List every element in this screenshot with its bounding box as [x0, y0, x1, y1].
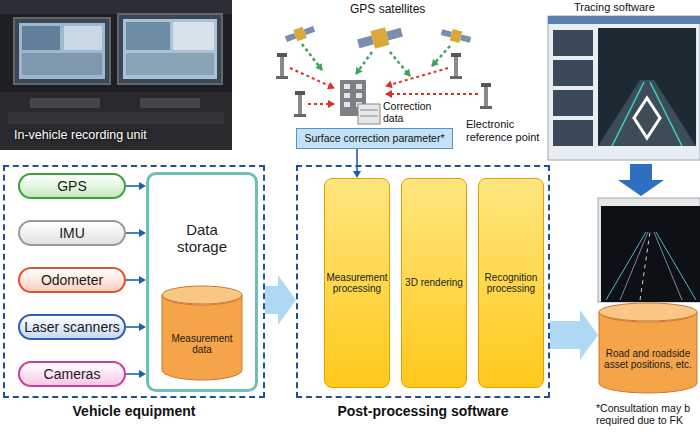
group-heading: Post-processing software	[298, 403, 548, 419]
cylinder-body	[162, 295, 242, 380]
cylinder-top	[599, 303, 697, 321]
reference-station	[480, 83, 492, 109]
arrow-line	[126, 232, 139, 234]
sensor-pill: Cameras	[18, 361, 126, 387]
satellite-icon	[440, 26, 472, 45]
arrow-line	[126, 373, 139, 375]
cylinder-top	[162, 286, 242, 304]
arrow-line	[126, 279, 139, 281]
signal-arrow	[126, 276, 146, 284]
storage-box: Data storageMeasurement data	[146, 172, 258, 392]
illustration-label: Tracing software	[574, 1, 655, 14]
photo-caption: In-vehicle recording unit	[14, 128, 229, 142]
sensor-name: IMU	[59, 225, 85, 241]
group-heading: Vehicle equipment	[5, 403, 263, 419]
sensor-name: Odometer	[41, 272, 103, 288]
database-cylinder: Road and roadside asset positions, etc.	[598, 302, 698, 394]
illustration-label: Electronic reference point	[466, 118, 548, 143]
group-box: Post-processing softwareMeasurement proc…	[296, 165, 550, 398]
sensor-pill: GPS	[18, 173, 126, 199]
group-box: Vehicle equipmentGPSIMUOdometerLaser sca…	[3, 165, 265, 398]
correction-signal	[290, 68, 478, 104]
flow-arrow	[550, 310, 598, 360]
signal-arrow	[126, 229, 146, 237]
signal-arrow	[126, 182, 146, 190]
recording-unit-photo	[0, 0, 232, 150]
illustration-label: GPS satellites	[350, 3, 425, 17]
illustration-label: Correction data	[383, 100, 431, 124]
reference-station	[450, 53, 462, 79]
satellite-icon	[284, 23, 316, 45]
arrow-line	[126, 326, 139, 328]
reference-station	[294, 91, 306, 117]
arrow-head	[139, 229, 146, 237]
arrow-head	[353, 171, 361, 178]
process-name: Recognition processing	[479, 272, 543, 295]
signal-arrow	[126, 323, 146, 331]
flow-arrow-shape	[550, 310, 598, 360]
result-screenshot	[598, 198, 700, 302]
arrow-head	[139, 323, 146, 331]
signal-arrow	[126, 370, 146, 378]
satellite-signal	[302, 44, 450, 76]
down-arrow	[618, 164, 664, 196]
process-box: Recognition processing	[478, 178, 544, 388]
database-cylinder: Measurement data	[161, 285, 243, 381]
satellite-icon	[356, 23, 404, 52]
sensor-pill: Laser scanners	[18, 314, 126, 340]
arrow-line	[356, 149, 358, 171]
sensor-pill: IMU	[18, 220, 126, 246]
parameter-box: Surface correction parameter*	[296, 128, 453, 149]
storage-name: Data storage	[149, 221, 255, 256]
arrow-head	[139, 370, 146, 378]
reference-station	[276, 53, 288, 79]
arrow-head	[139, 276, 146, 284]
sensor-name: GPS	[57, 178, 87, 194]
sensor-pill: Odometer	[18, 267, 126, 293]
cylinder-body	[599, 312, 697, 393]
flow-arrow-shape	[265, 275, 296, 325]
sensor-name: Laser scanners	[24, 319, 120, 335]
correction-building	[340, 80, 380, 124]
sensor-name: Cameras	[44, 366, 101, 382]
parameter-name: Surface correction parameter*	[304, 132, 444, 144]
database-name: Road and roadside asset positions, etc.	[598, 326, 698, 371]
process-name: 3D rendering	[402, 277, 466, 289]
tracing-screenshot	[548, 16, 700, 160]
flow-arrow	[265, 275, 296, 325]
arrow-line	[126, 185, 139, 187]
process-name: Measurement processing	[325, 272, 389, 295]
process-box: 3D rendering	[401, 178, 467, 388]
arrow-head	[139, 182, 146, 190]
signal-arrow	[353, 149, 361, 178]
process-box: Measurement processing	[324, 178, 390, 388]
database-name: Measurement data	[161, 311, 243, 356]
footnote: *Consultation may b required due to FK	[596, 402, 698, 426]
